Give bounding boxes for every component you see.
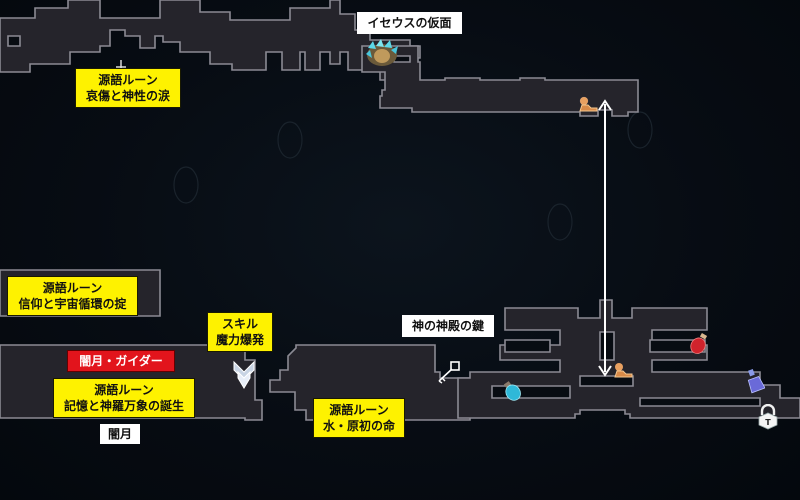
label-line: 信仰と宇宙循環の掟 — [18, 297, 127, 311]
label-line: 闇月 — [107, 427, 132, 441]
label-line: スキル — [221, 317, 258, 331]
room-upper-corridor — [0, 0, 421, 81]
blue-potion-icon[interactable] — [502, 380, 522, 402]
label-line: 闇月・ガイダー — [79, 354, 163, 368]
label-line: 魔力爆発 — [215, 333, 264, 347]
purple-potion-icon[interactable] — [745, 368, 765, 394]
label-yamizuki: 闇月 — [100, 424, 140, 444]
label-line: 哀傷と神性の涙 — [85, 89, 170, 103]
teleport-statue-icon-lower[interactable] — [613, 362, 633, 378]
vertical-route-arrow — [598, 99, 612, 377]
label-skill-magic-burst: スキル 魔力爆発 — [207, 312, 273, 352]
label-line: 水・原初の命 — [322, 419, 395, 433]
label-line: 源語ルーン — [94, 383, 154, 397]
label-line: 源語ルーン — [329, 403, 389, 417]
svg-text:T: T — [765, 418, 771, 427]
room-upper-right-corridor — [361, 45, 639, 117]
label-rune-memory: 源語ルーン 記憶と神羅万象の誕生 — [53, 378, 195, 418]
label-temple-key: 神の神殿の鍵 — [402, 315, 494, 337]
label-iseus-mask: イセウスの仮面 — [357, 12, 462, 34]
red-potion-icon[interactable] — [688, 332, 710, 356]
maze-inner-1 — [504, 339, 551, 353]
label-line: 源語ルーン — [42, 281, 103, 295]
background-ornaments — [173, 111, 653, 241]
label-line: 記憶と神羅万象の誕生 — [63, 399, 184, 413]
maze-inner-2 — [599, 331, 615, 361]
label-line: 源語ルーン — [98, 73, 158, 87]
temple-key-icon[interactable] — [436, 360, 462, 384]
padlock-icon[interactable]: T — [757, 404, 779, 430]
label-line: イセウスの仮面 — [367, 16, 452, 30]
label-rune-water: 源語ルーン 水・原初の命 — [313, 398, 405, 438]
label-line: 神の神殿の鍵 — [411, 319, 484, 333]
label-rune-faith: 源語ルーン 信仰と宇宙循環の掟 — [7, 276, 138, 316]
iseus-mask-item-icon[interactable] — [364, 38, 400, 68]
skill-emblem-icon[interactable] — [233, 360, 255, 390]
label-rune-sorrow: 源語ルーン 哀傷と神性の涙 — [75, 68, 181, 108]
room-upper-corridor-inner — [7, 35, 21, 47]
maze-inner-6 — [639, 397, 761, 407]
label-boss-yamizuki-gaider: 闇月・ガイダー — [67, 350, 175, 372]
teleport-statue-icon-upper[interactable] — [578, 96, 598, 112]
